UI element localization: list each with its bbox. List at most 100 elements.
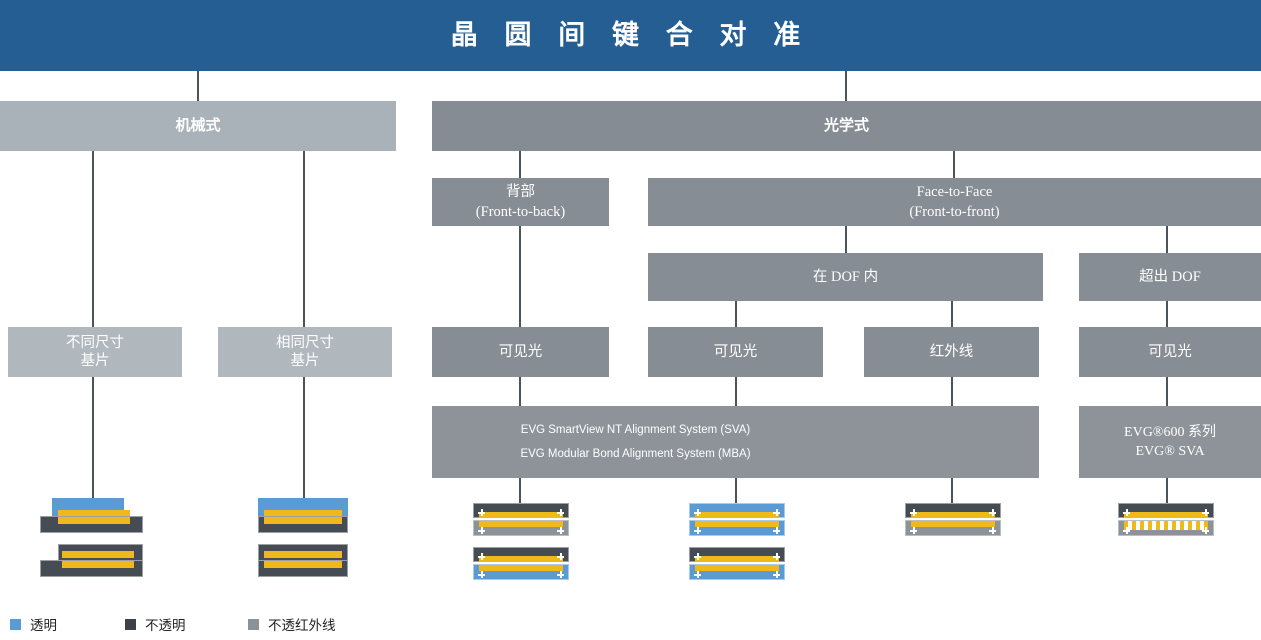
node-front-to-back[interactable]: 背部 (Front-to-back) [432, 178, 609, 226]
node-mechanical[interactable]: 机械式 [0, 101, 396, 151]
alignment-mark-icon [773, 571, 780, 578]
connector-mechanical-to-diff-size [92, 151, 94, 327]
wafer-illustration-different-size [40, 498, 155, 578]
connector-within-dof-to-visible [735, 301, 737, 327]
connector-optical-to-front-to-back [519, 151, 521, 178]
connector-visible-dof-to-smartview [735, 377, 737, 406]
legend-item-ir-opaque: 不透红外线 [248, 614, 336, 634]
alignment-mark-icon [478, 509, 485, 516]
connector-infrared-to-smartview [951, 377, 953, 406]
connector-same-size-to-wafer [303, 377, 305, 507]
node-visible-light-front-to-back[interactable]: 可见光 [432, 327, 609, 377]
connector-visible-ftb-to-smartview [519, 377, 521, 406]
metal-layer [479, 512, 563, 518]
alignment-mark-icon [989, 527, 996, 534]
metal-layer [911, 512, 995, 518]
node-infrared[interactable]: 红外线 [864, 327, 1039, 377]
metal-layer [58, 517, 130, 524]
alignment-mark-icon [478, 553, 485, 560]
metal-layer [695, 556, 779, 562]
node-optical[interactable]: 光学式 [432, 101, 1261, 151]
alignment-mark-icon [694, 553, 701, 560]
metal-layer [695, 512, 779, 518]
metal-layer [695, 565, 779, 571]
node-different-size-substrate[interactable]: 不同尺寸 基片 [8, 327, 182, 377]
alignment-mark-icon [773, 553, 780, 560]
node-within-dof[interactable]: 在 DOF 内 [648, 253, 1043, 301]
wafer-illustration-visible-within-dof [689, 503, 789, 580]
legend-label-ir-opaque: 不透红外线 [268, 618, 336, 633]
node-evg600-systems[interactable]: EVG®600 系列 EVG® SVA [1079, 406, 1261, 478]
metal-layer [62, 551, 134, 558]
connector-title-to-optical [845, 71, 847, 101]
connector-mechanical-to-same-size [303, 151, 305, 327]
alignment-mark-icon [773, 509, 780, 516]
connector-smartview-to-wafer-b [735, 478, 737, 508]
smartview-line1: EVG SmartView NT Alignment System (SVA) [520, 424, 751, 437]
metal-layer [479, 521, 563, 527]
alignment-mark-icon [694, 527, 701, 534]
alignment-mark-icon [557, 527, 564, 534]
node-different-size-substrate-line2: 基片 [80, 353, 110, 369]
node-same-size-substrate-line1: 相同尺寸 [276, 334, 334, 351]
metal-layer [1124, 512, 1208, 518]
evg600-line1: EVG®600 系列 [1124, 424, 1216, 440]
metal-comb-pattern [1124, 521, 1208, 530]
connector-title-to-mechanical [197, 71, 199, 101]
alignment-mark-icon [910, 527, 917, 534]
metal-layer [264, 551, 342, 558]
connector-beyond-dof-to-visible [1166, 301, 1168, 327]
metal-layer [264, 510, 342, 517]
connector-face-to-face-to-within-dof [845, 226, 847, 253]
legend-swatch-transparent [10, 618, 21, 630]
metal-layer [695, 521, 779, 527]
alignment-mark-icon [910, 509, 917, 516]
metal-layer [479, 556, 563, 562]
metal-layer [264, 561, 342, 568]
node-visible-light-within-dof[interactable]: 可见光 [648, 327, 823, 377]
connector-front-to-back-to-visible [519, 226, 521, 327]
wafer-illustration-visible-front-to-back [473, 503, 573, 580]
evg600-line2: EVG® SVA [1135, 444, 1205, 459]
legend-item-transparent: 透明 [10, 614, 57, 634]
connector-smartview-to-wafer-c [951, 478, 953, 508]
node-face-to-face[interactable]: Face-to-Face (Front-to-front) [648, 178, 1261, 226]
diagram-title: 晶 圆 间 键 合 对 准 [0, 0, 1261, 71]
connector-evg600-to-wafer [1166, 478, 1168, 508]
node-same-size-substrate[interactable]: 相同尺寸 基片 [218, 327, 392, 377]
wafer-illustration-evg600 [1118, 503, 1218, 543]
alignment-mark-icon [694, 509, 701, 516]
connector-optical-to-face-to-face [953, 151, 955, 178]
legend-swatch-ir-opaque [248, 618, 259, 630]
connector-diff-size-to-wafer [92, 377, 94, 507]
alignment-mark-icon [773, 527, 780, 534]
metal-layer [911, 521, 995, 527]
alignment-mark-icon [989, 509, 996, 516]
node-same-size-substrate-line2: 基片 [290, 353, 320, 369]
connector-within-dof-to-infrared [951, 301, 953, 327]
metal-layer [62, 561, 134, 568]
metal-layer [264, 517, 342, 524]
metal-layer [58, 510, 130, 517]
node-front-to-back-label-en: (Front-to-back) [475, 203, 566, 220]
node-different-size-substrate-line1: 不同尺寸 [66, 334, 124, 351]
connector-face-to-face-to-beyond-dof [1166, 226, 1168, 253]
legend-label-transparent: 透明 [30, 618, 57, 633]
alignment-mark-icon [557, 571, 564, 578]
node-smartview-systems[interactable]: EVG SmartView NT Alignment System (SVA) … [432, 406, 1039, 478]
metal-layer [479, 565, 563, 571]
legend-label-opaque: 不透明 [145, 618, 186, 633]
node-front-to-back-label-cn: 背部 [506, 184, 535, 201]
node-face-to-face-label-en: (Front-to-front) [909, 203, 1000, 220]
alignment-mark-icon [557, 509, 564, 516]
legend-item-opaque: 不透明 [125, 614, 186, 634]
alignment-mark-icon [478, 527, 485, 534]
legend-swatch-opaque [125, 618, 136, 630]
node-beyond-dof[interactable]: 超出 DOF [1079, 253, 1261, 301]
node-visible-light-beyond-dof[interactable]: 可见光 [1079, 327, 1261, 377]
alignment-mark-icon [1123, 509, 1130, 516]
alignment-mark-icon [478, 571, 485, 578]
wafer-illustration-same-size [258, 498, 373, 578]
alignment-mark-icon [1123, 527, 1130, 534]
